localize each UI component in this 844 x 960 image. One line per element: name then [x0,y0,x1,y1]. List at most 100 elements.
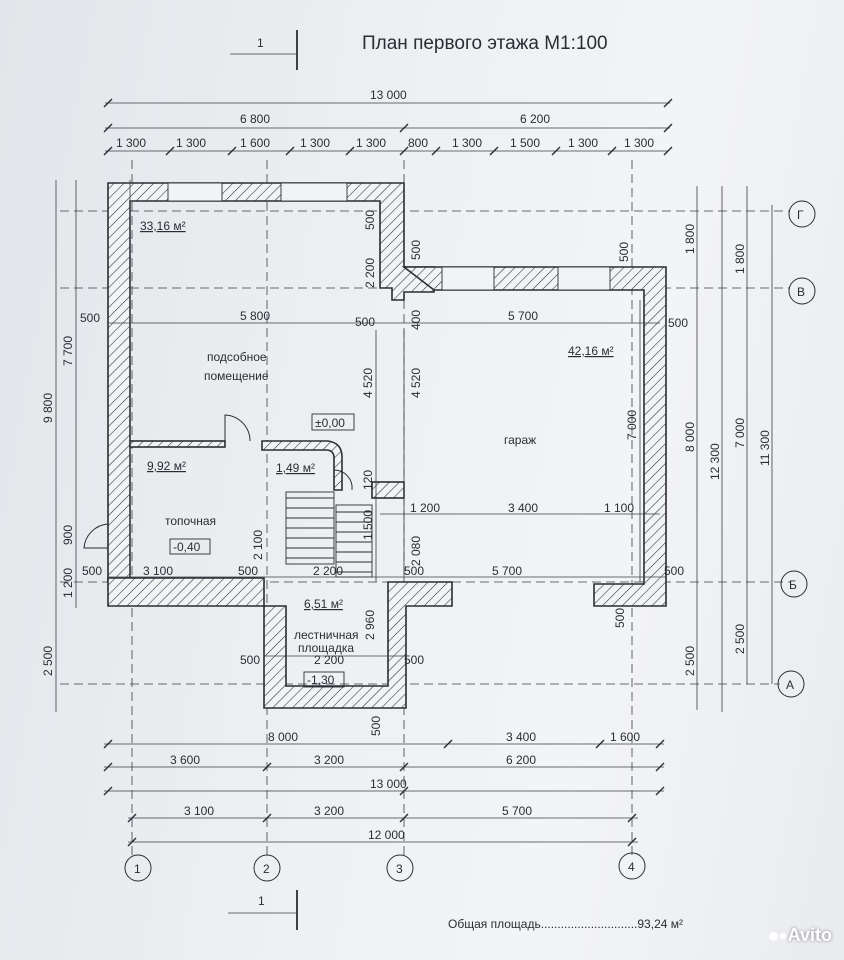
svg-text:500: 500 [668,316,688,330]
svg-text:1 800: 1 800 [733,244,747,274]
svg-text:9 800: 9 800 [41,393,55,423]
svg-text:500: 500 [613,608,627,628]
axis-B: Б [780,570,808,598]
svg-text:7 000: 7 000 [625,410,639,440]
svg-text:2 200: 2 200 [314,653,344,667]
bottom-dim-text: 8 000 3 400 1 600 3 600 3 200 6 200 13 0… [170,730,640,842]
svg-text:3 200: 3 200 [314,753,344,767]
room-area-42: 42,16 м² [568,344,614,358]
interior-dim-text: 500 5 800 500 5 700 500 3 100 2 200 5 70… [80,210,688,736]
svg-text:3: 3 [396,862,403,876]
svg-text:900: 900 [61,525,75,545]
room-labels: 33,16 м² подсобное помещение 42,16 м² га… [140,219,614,655]
svg-text:4: 4 [628,860,635,874]
dim-top-part1: 6 800 [240,112,270,126]
walls [107,182,667,709]
svg-text:1 300: 1 300 [568,136,598,150]
axis-A: А [777,670,805,698]
interior-dim-lines [108,300,666,657]
svg-text:1 300: 1 300 [300,136,330,150]
plan-title: План первого этажа М1:100 [362,33,608,54]
left-dim-text: 9 800 7 700 900 1 200 2 500 [41,336,75,676]
room-name-landing-1: лестничная [294,628,359,642]
svg-text:1 300: 1 300 [356,136,386,150]
svg-text:120: 120 [361,470,375,490]
room-name-garage: гараж [504,433,536,447]
svg-text:-1,30: -1,30 [307,673,335,687]
svg-text:1 500: 1 500 [361,510,375,540]
svg-text:2 200: 2 200 [313,564,343,578]
room-name-utility-2: помещение [204,369,269,383]
axis-3: 3 [386,854,414,882]
svg-text:1 500: 1 500 [510,136,540,150]
svg-text:1 600: 1 600 [610,730,640,744]
left-dimensions [55,180,131,712]
svg-text:2 960: 2 960 [363,610,377,640]
svg-text:3 400: 3 400 [508,501,538,515]
svg-text:500: 500 [355,315,375,329]
svg-text:Г: Г [797,208,804,222]
svg-text:3 600: 3 600 [170,753,200,767]
stairs [285,491,373,578]
right-dim-text: 1 800 1 800 8 000 12 300 7 000 11 300 2 … [683,224,772,676]
svg-text:500: 500 [238,564,258,578]
svg-text:500: 500 [82,564,102,578]
axis-G: Г [788,200,816,228]
svg-text:1 800: 1 800 [683,224,697,254]
svg-text:2 080: 2 080 [409,536,423,566]
svg-text:500: 500 [404,564,424,578]
room-area-1: 1,49 м² [276,461,315,475]
svg-text:5 700: 5 700 [502,804,532,818]
bottom-dimensions [103,739,665,847]
svg-text:8 000: 8 000 [683,422,697,452]
room-area-9: 9,92 м² [147,459,186,473]
svg-text:4 520: 4 520 [409,368,423,398]
svg-text:1 100: 1 100 [604,501,634,515]
svg-text:1 200: 1 200 [61,568,75,598]
svg-text:1: 1 [134,862,141,876]
top-dimensions: 13 000 6 800 6 200 [103,88,673,156]
svg-text:1 600: 1 600 [240,136,270,150]
svg-text:6 200: 6 200 [506,753,536,767]
svg-text:1 300: 1 300 [452,136,482,150]
svg-text:500: 500 [369,716,383,736]
svg-text:500: 500 [80,311,100,325]
svg-text:500: 500 [404,653,424,667]
axis-V: В [788,277,816,305]
watermark-logo: Avito [768,925,832,946]
svg-text:2 500: 2 500 [683,646,697,676]
svg-text:1: 1 [258,894,265,908]
svg-text:1: 1 [257,36,264,50]
svg-text:500: 500 [240,653,260,667]
svg-text:800: 800 [408,136,428,150]
svg-text:400: 400 [409,310,423,330]
svg-text:3 100: 3 100 [143,564,173,578]
svg-text:Б: Б [789,578,797,592]
svg-text:13 000: 13 000 [370,777,407,791]
svg-text:5 700: 5 700 [508,309,538,323]
svg-text:12 300: 12 300 [708,443,722,480]
room-area-33: 33,16 м² [140,219,186,233]
top-segment-text: 1 300 1 300 1 600 1 300 1 300 800 1 300 … [116,136,654,150]
svg-text:11 300: 11 300 [758,430,772,466]
svg-text:2 500: 2 500 [41,646,55,676]
svg-text:7 700: 7 700 [61,336,75,366]
section-mark-bottom: 1 [228,890,298,930]
svg-text:500: 500 [363,210,377,230]
total-area: Общая площадь...........................… [448,917,683,931]
room-name-landing-2: площадка [298,641,354,655]
dim-top-part2: 6 200 [520,112,550,126]
svg-text:3 400: 3 400 [506,730,536,744]
svg-text:1 200: 1 200 [410,501,440,515]
svg-text:8 000: 8 000 [268,730,298,744]
right-dimensions [696,186,773,712]
svg-text:1 300: 1 300 [116,136,146,150]
svg-text:5 700: 5 700 [492,564,522,578]
svg-text:2 100: 2 100 [251,530,265,560]
dim-total-top: 13 000 [370,88,407,102]
svg-text:3 200: 3 200 [314,804,344,818]
svg-text:2 200: 2 200 [363,258,377,288]
svg-text:В: В [797,285,805,299]
